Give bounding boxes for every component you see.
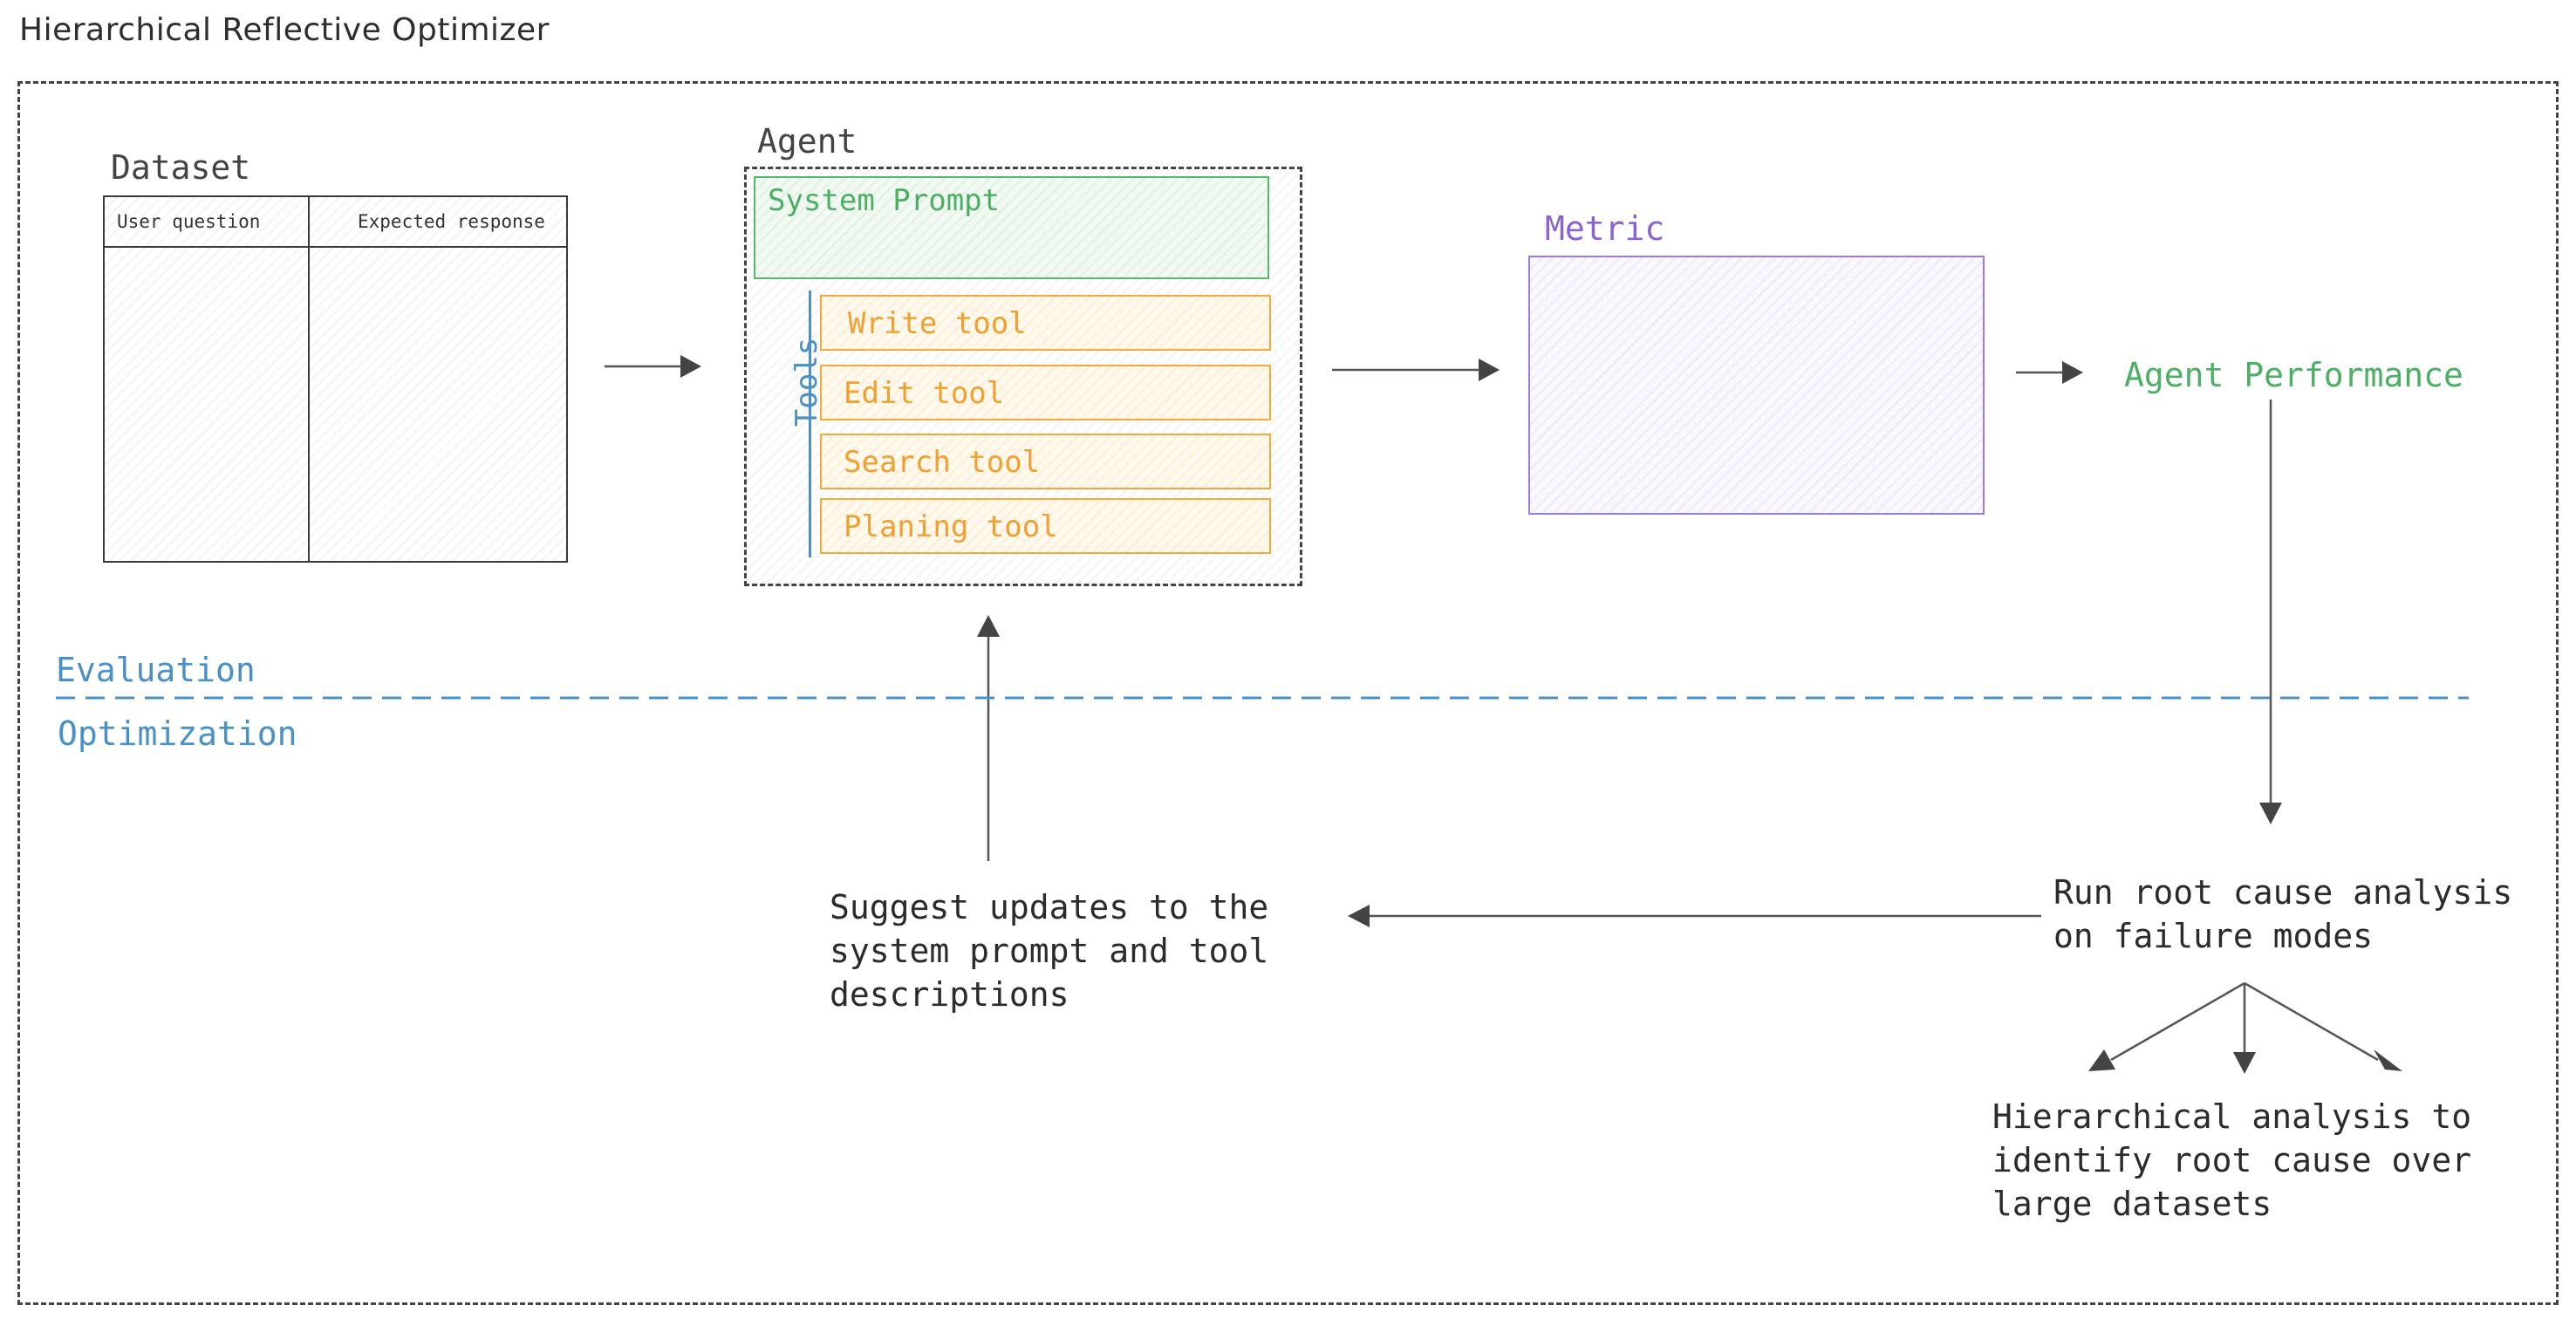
- system-prompt-label: System Prompt: [768, 183, 1001, 218]
- outer-frame: [17, 81, 2559, 1305]
- tools-bracket: [809, 290, 811, 557]
- tool-label-planing: Planing tool: [844, 509, 1058, 544]
- evaluation-label: Evaluation: [56, 651, 256, 689]
- metric-box: [1528, 256, 1985, 515]
- tool-box-write: Write tool: [820, 295, 1271, 351]
- agent-title: Agent: [757, 122, 858, 161]
- tools-label: Tools: [789, 337, 824, 427]
- table-column-divider: [308, 197, 310, 561]
- table-header-divider: [105, 246, 566, 248]
- tool-box-search: Search tool: [820, 434, 1271, 489]
- tool-label-write: Write tool: [848, 306, 1027, 341]
- column-header-user-question: User question: [117, 211, 261, 232]
- system-prompt-box: [754, 176, 1269, 279]
- optimization-label: Optimization: [58, 714, 297, 753]
- dataset-table: User question Expected response: [103, 195, 568, 563]
- suggest-updates-text: Suggest updates to the system prompt and…: [830, 888, 1269, 1014]
- tool-label-edit: Edit tool: [844, 376, 1005, 411]
- agent-performance-label: Agent Performance: [2124, 356, 2463, 394]
- diagram-title: Hierarchical Reflective Optimizer: [19, 12, 550, 48]
- root-cause-analysis-text: Run root cause analysis on failure modes: [2053, 873, 2513, 955]
- tool-box-planing: Planing tool: [820, 498, 1271, 554]
- metric-title: Metric: [1545, 209, 1665, 248]
- column-header-expected-response: Expected response: [358, 211, 545, 232]
- tool-label-search: Search tool: [844, 445, 1041, 480]
- hierarchical-analysis-text: Hierarchical analysis to identify root c…: [1992, 1097, 2472, 1223]
- tool-box-edit: Edit tool: [820, 365, 1271, 420]
- dataset-title: Dataset: [111, 148, 251, 187]
